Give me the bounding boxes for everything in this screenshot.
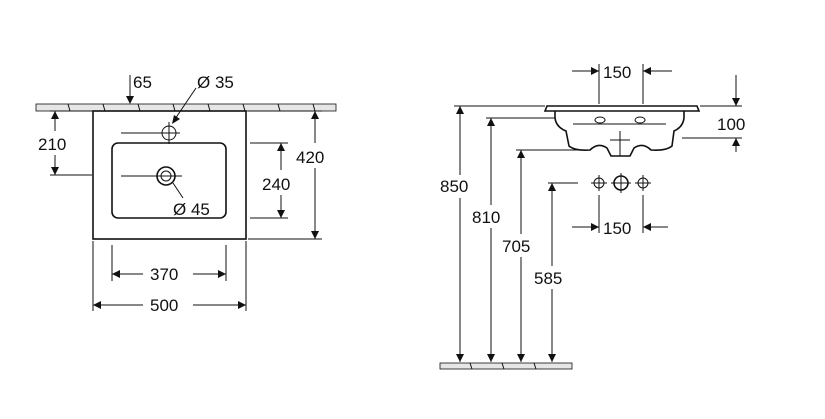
dim-150-top-label: 150: [603, 63, 631, 82]
dim-585-label: 585: [534, 269, 562, 288]
dim-210-label: 210: [38, 135, 66, 154]
floor-strip: [439, 362, 573, 370]
waste-diameter-label: Ø 45: [173, 200, 210, 219]
dim-370-label: 370: [150, 265, 178, 284]
waste-leader: [172, 182, 184, 199]
tap-hole-diameter-label: Ø 35: [197, 73, 234, 92]
basin-rim: [543, 105, 701, 112]
circle-cross-icon: [158, 122, 180, 144]
side-view: 150 100 850 810 705 585: [439, 63, 745, 370]
overflow-offset-label: 65: [133, 73, 152, 92]
dim-100-label: 100: [717, 115, 745, 134]
basin-body-details: [573, 116, 666, 156]
dim-810-label: 810: [472, 208, 500, 227]
basin-outline: [92, 110, 247, 240]
circle-double-icon: [150, 166, 182, 186]
plan-view: Ø 45 65 Ø 35 210 420 240: [35, 73, 337, 315]
dim-240-label: 240: [262, 175, 290, 194]
three-circle-cross-icon: [591, 173, 651, 193]
dim-705-label: 705: [502, 237, 530, 256]
tap-hole-leader: [172, 87, 197, 123]
counter-hatch-marks: [67, 103, 316, 112]
dim-150-bottom-label: 150: [603, 219, 631, 238]
dim-420-label: 420: [296, 148, 324, 167]
dim-500-label: 500: [150, 296, 178, 315]
dim-850-label: 850: [440, 177, 468, 196]
counter-strip: [35, 103, 337, 112]
